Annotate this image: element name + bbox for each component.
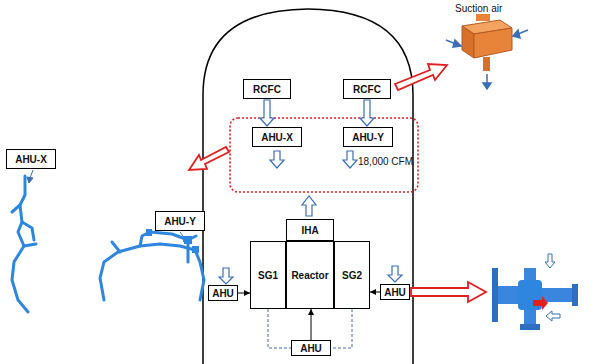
fan-cooler-box: RCFC bbox=[243, 79, 291, 99]
steam-generator-box: SG1 bbox=[250, 241, 286, 309]
ahu-unit-icon bbox=[492, 268, 578, 330]
ahu-box: AHU-X bbox=[6, 149, 56, 169]
fan-cooler-icon bbox=[462, 14, 512, 71]
node-label: AHU bbox=[212, 288, 234, 299]
node-label: AHU-Y bbox=[352, 132, 384, 143]
node-label: Reactor bbox=[291, 270, 328, 281]
dashed-flow-line bbox=[331, 309, 352, 348]
ahu-box: AHU-X bbox=[252, 127, 302, 147]
arrow-head bbox=[370, 289, 376, 295]
node-label: AHU bbox=[384, 287, 406, 298]
steam-generator-box: SG2 bbox=[334, 241, 370, 309]
connector bbox=[331, 309, 352, 348]
ahu-box: AHU bbox=[380, 284, 410, 300]
node-label: RCFC bbox=[253, 84, 281, 95]
node-label: AHU bbox=[300, 343, 322, 354]
connector bbox=[308, 309, 314, 340]
ahu-box: AHU-Y bbox=[155, 211, 205, 231]
flow-rate-label: 18,000 CFM bbox=[358, 156, 413, 167]
dashed-flow-line bbox=[268, 309, 291, 348]
ahu-region bbox=[230, 118, 418, 192]
connector bbox=[370, 289, 380, 295]
connector bbox=[238, 290, 250, 296]
connector bbox=[268, 309, 291, 348]
ahu-box: AHU-Y bbox=[343, 127, 393, 147]
ahu-box: AHU bbox=[208, 285, 238, 301]
node-label: AHU-X bbox=[261, 132, 293, 143]
connector bbox=[260, 100, 274, 126]
connector bbox=[360, 100, 374, 126]
node-label: SG1 bbox=[258, 270, 278, 281]
unit-flow-arrows bbox=[545, 254, 560, 321]
node-label: AHU-Y bbox=[164, 216, 196, 227]
reactor-box: Reactor bbox=[286, 241, 334, 309]
node-label: IHA bbox=[301, 225, 318, 236]
node-label: AHU-X bbox=[15, 154, 47, 165]
ahu-box: AHU bbox=[291, 340, 331, 356]
flow-arrow bbox=[360, 100, 374, 126]
ahu-y-duct bbox=[100, 232, 204, 300]
annotation-label: Suction air bbox=[455, 3, 502, 14]
heater-box: IHA bbox=[286, 219, 334, 241]
fan-cooler-box: RCFC bbox=[343, 79, 391, 99]
ahu-x-duct bbox=[12, 176, 36, 312]
suction-arrows bbox=[446, 30, 528, 89]
containment-outline bbox=[203, 9, 413, 364]
unit-flow-red bbox=[533, 296, 548, 310]
node-label: SG2 bbox=[342, 270, 362, 281]
duct-fittings bbox=[146, 229, 199, 253]
node-label: RCFC bbox=[353, 84, 381, 95]
arrow-head bbox=[308, 309, 314, 315]
flow-arrow bbox=[260, 100, 274, 126]
